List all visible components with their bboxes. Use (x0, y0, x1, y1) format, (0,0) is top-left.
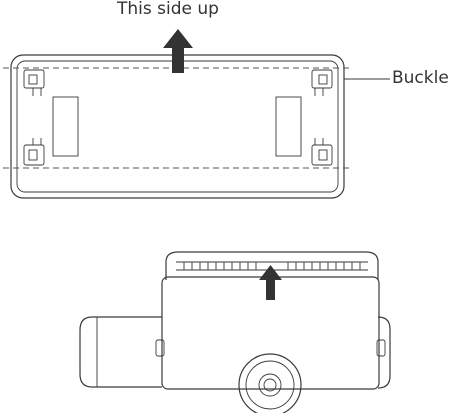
mount-plate (3, 54, 390, 199)
camera-body-right (377, 316, 391, 389)
buckle-bottom-left (23, 138, 45, 166)
adhesive-pad-left (52, 96, 79, 157)
buckle-bottom-right (311, 138, 333, 166)
arrow-up-icon (163, 29, 193, 73)
mount-base-top (165, 251, 379, 280)
mount-plate-outer (10, 54, 345, 199)
camera-barrel (79, 316, 162, 388)
mount-plate-inner (16, 60, 339, 193)
dash-camera (79, 251, 391, 413)
buckle-label: Buckle (392, 68, 449, 88)
adhesive-pad-right (275, 96, 302, 157)
camera-arrow-up-icon (259, 265, 282, 300)
mount-ribs (183, 262, 361, 270)
camera-lens-icon (238, 353, 302, 413)
buckle-top-right (311, 69, 333, 96)
orientation-label: This side up (117, 0, 219, 19)
buckle-top-left (23, 69, 45, 96)
